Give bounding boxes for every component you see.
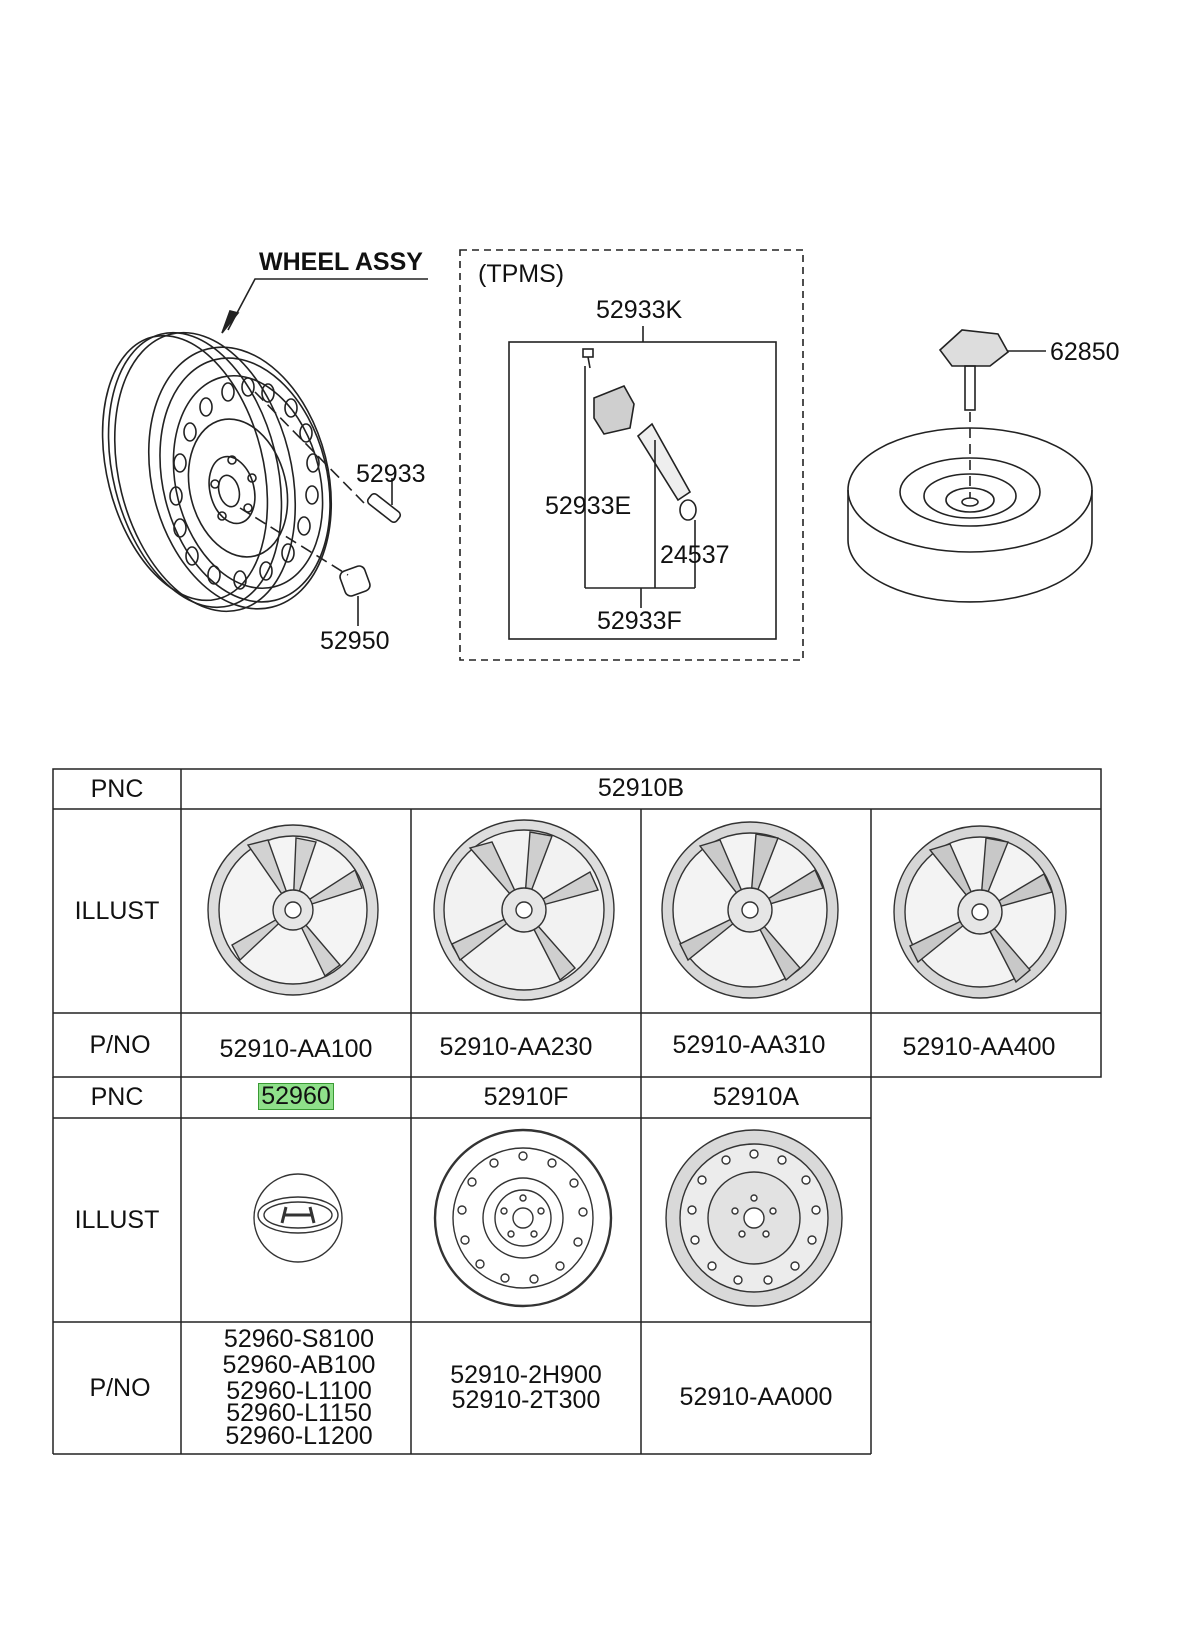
callout-52933[interactable]: 52933 xyxy=(356,460,426,488)
tpms-label: (TPMS) xyxy=(478,260,565,288)
steel-wheel-52910f-illust xyxy=(433,1128,613,1308)
pnc-52960-cell[interactable]: 52960 xyxy=(181,1077,411,1116)
pnc-52910f[interactable]: 52910F xyxy=(483,1083,569,1111)
pno-header-1: P/NO xyxy=(89,1030,151,1059)
spare-tire-drawing xyxy=(847,329,1093,603)
illust-header-1: ILLUST xyxy=(74,896,160,925)
pno-52960-l1100[interactable]: 52960-L1100 xyxy=(226,1377,372,1405)
pno-52910-2t300[interactable]: 52910-2T300 xyxy=(451,1386,601,1414)
alloy-wheel-aa230-illust xyxy=(433,819,615,1001)
hub-cap-illust xyxy=(253,1173,343,1263)
callout-52933f[interactable]: 52933F xyxy=(597,607,682,635)
callout-52933k[interactable]: 52933K xyxy=(596,296,683,324)
callout-52933e[interactable]: 52933E xyxy=(545,492,632,520)
wheel-illustrations xyxy=(207,819,1067,1308)
pno-52910-aa230[interactable]: 52910-AA230 xyxy=(439,1032,593,1061)
alloy-wheel-aa310-illust xyxy=(661,821,839,999)
pno-52960-ab100[interactable]: 52960-AB100 xyxy=(222,1351,376,1379)
wheel-assy-label: WHEEL ASSY xyxy=(259,248,423,276)
alloy-wheel-aa400-illust xyxy=(893,825,1067,999)
pno-52910-aa310[interactable]: 52910-AA310 xyxy=(672,1030,826,1059)
steel-wheel-52910a-illust xyxy=(665,1129,843,1307)
pnc-52910a[interactable]: 52910A xyxy=(712,1083,800,1111)
steel-wheel-drawing xyxy=(101,278,428,626)
pno-52960-l1150[interactable]: 52960-L1150 xyxy=(226,1399,372,1427)
alloy-wheel-aa100-illust xyxy=(207,824,379,996)
pno-list-52910f: 52910-2H900 52910-2T300 xyxy=(411,1322,641,1454)
pno-52910-2h900[interactable]: 52910-2H900 xyxy=(450,1361,602,1389)
pno-52960-l1200[interactable]: 52960-L1200 xyxy=(225,1422,373,1450)
pno-52910-aa100[interactable]: 52910-AA100 xyxy=(219,1034,373,1063)
callout-52950[interactable]: 52950 xyxy=(320,627,390,655)
pnc-header-2: PNC xyxy=(90,1083,144,1111)
callout-24537[interactable]: 24537 xyxy=(660,541,730,569)
parts-table-grid xyxy=(52,768,1102,1455)
callout-62850[interactable]: 62850 xyxy=(1050,338,1120,366)
pno-52910-aa400[interactable]: 52910-AA400 xyxy=(902,1032,1056,1061)
pnc-52960-highlighted[interactable]: 52960 xyxy=(258,1083,334,1110)
pnc-header-1: PNC xyxy=(90,774,144,803)
tpms-drawing xyxy=(459,249,804,661)
pno-list-52960: 52960-S8100 52960-AB100 52960-L1100 5296… xyxy=(181,1322,417,1454)
pno-52960-s8100[interactable]: 52960-S8100 xyxy=(223,1325,375,1353)
pno-header-2: P/NO xyxy=(89,1373,151,1402)
pnc-value-52910b[interactable]: 52910B xyxy=(597,773,685,802)
pno-52910-aa000[interactable]: 52910-AA000 xyxy=(679,1382,833,1411)
illust-header-2: ILLUST xyxy=(74,1205,160,1234)
